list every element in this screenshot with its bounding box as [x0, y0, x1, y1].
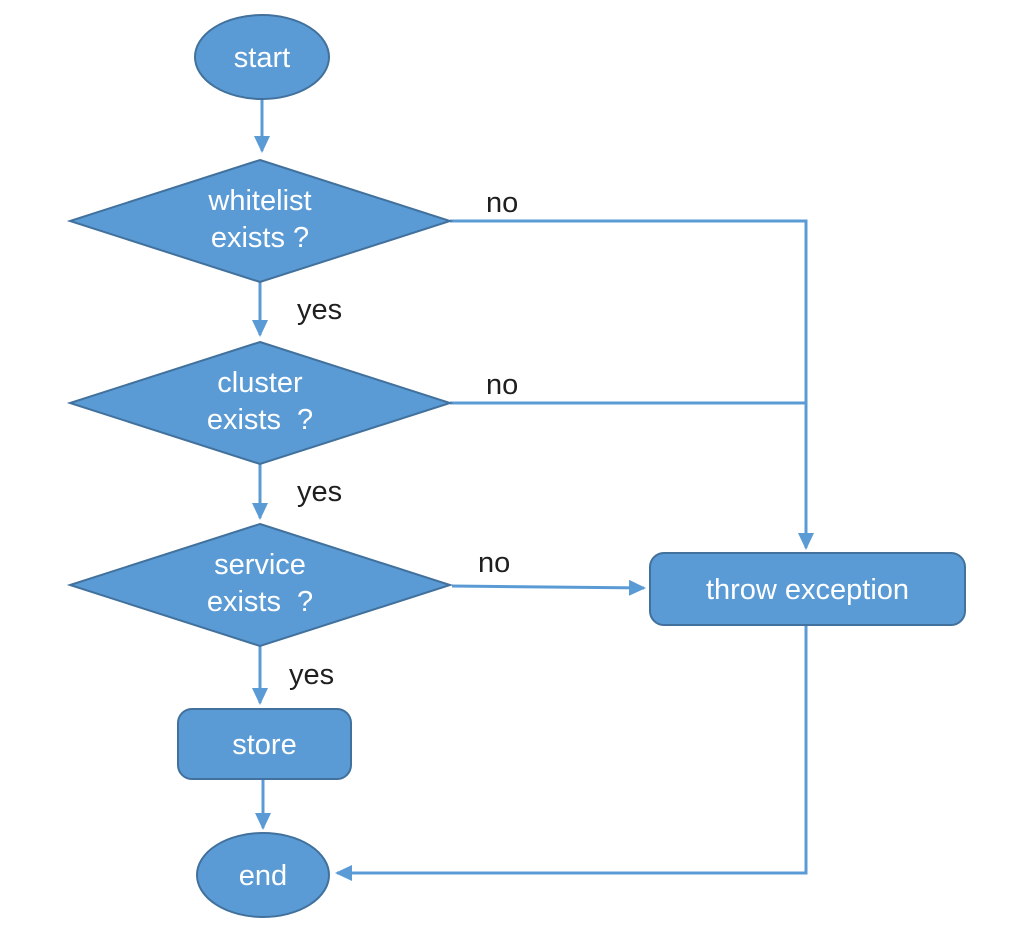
- cluster-decision-label-line2: exists ?: [207, 404, 313, 436]
- edge-service-yes-label: yes: [289, 659, 334, 691]
- end-label: end: [239, 860, 287, 892]
- node-throw-exception: throw exception: [649, 552, 966, 626]
- store-shape: [177, 708, 352, 780]
- whitelist-decision-shape: [66, 158, 454, 284]
- edge-throw-to-end: [335, 625, 808, 881]
- cluster-decision-shape: [66, 340, 454, 466]
- cluster-decision-label-line1: cluster: [217, 367, 303, 399]
- edge-whitelist-no: no: [450, 187, 814, 550]
- whitelist-decision-label-line1: whitelist: [207, 185, 311, 217]
- edge-whitelist-no-label: no: [486, 187, 518, 219]
- whitelist-decision-label-line2: exists ?: [211, 222, 309, 254]
- store-label: store: [232, 729, 296, 761]
- edge-service-no-label: no: [478, 547, 510, 579]
- node-end: end: [196, 832, 330, 918]
- node-cluster-decision: cluster exists ?: [66, 340, 454, 466]
- edge-service-yes: yes: [252, 646, 334, 705]
- end-shape: [196, 832, 330, 918]
- edge-whitelist-no-line: [450, 219, 814, 550]
- throw-exception-label: throw exception: [706, 574, 909, 606]
- service-decision-shape: [66, 522, 454, 648]
- start-shape: [194, 14, 330, 100]
- edge-cluster-no-label: no: [486, 369, 518, 401]
- service-decision-label-line1: service: [214, 549, 306, 581]
- edge-cluster-no: no: [450, 369, 805, 405]
- node-whitelist-decision: whitelist exists ?: [66, 158, 454, 284]
- service-decision-label-line2: exists ?: [207, 586, 313, 618]
- edge-cluster-yes: yes: [252, 464, 342, 520]
- throw-exception-shape: [649, 552, 966, 626]
- edge-whitelist-yes: yes: [252, 282, 342, 337]
- edge-whitelist-yes-label: yes: [297, 294, 342, 326]
- edge-service-no-line: [451, 579, 646, 596]
- start-label: start: [234, 42, 290, 74]
- edge-service-no: no: [451, 547, 646, 596]
- edge-cluster-yes-label: yes: [297, 476, 342, 508]
- edge-throw-to-end-line: [335, 625, 808, 881]
- node-start: start: [194, 14, 330, 100]
- node-store: store: [177, 708, 352, 780]
- node-service-decision: service exists ?: [66, 522, 454, 648]
